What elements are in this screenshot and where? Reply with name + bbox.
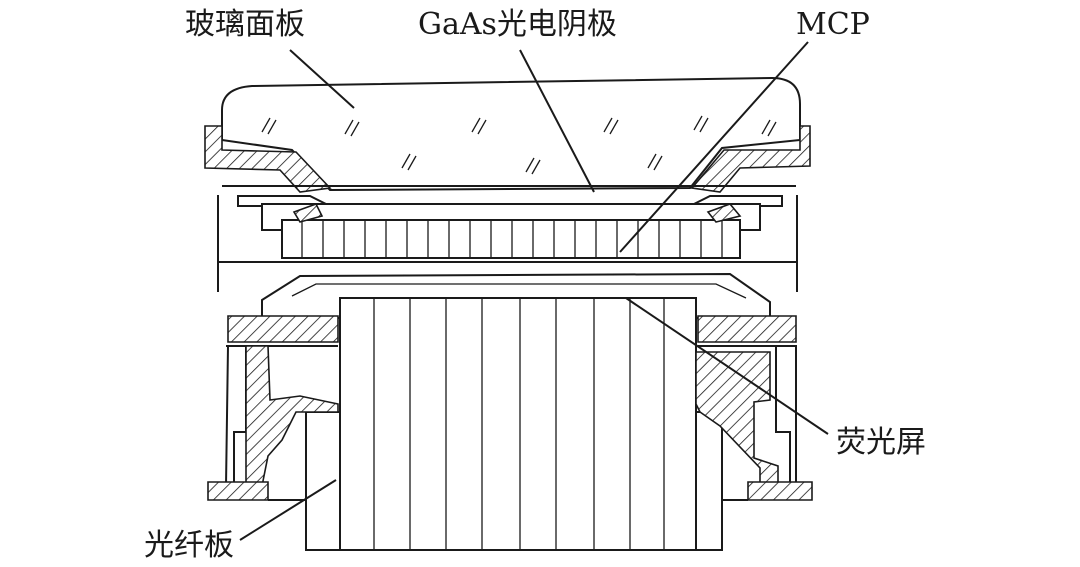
leader-phosphor-screen	[625, 297, 829, 435]
label-mcp: MCP	[796, 7, 870, 42]
fiber-bundles	[373, 298, 665, 550]
label-fiber-optic-plate: 光纤板	[144, 528, 234, 563]
fiber-optic-plate	[305, 297, 723, 551]
leader-mcp	[619, 41, 809, 253]
lower-seal-rings	[226, 315, 797, 347]
label-gaas-photocathode: GaAs光电阴极	[418, 7, 617, 42]
leader-fiber-optic-plate	[239, 479, 337, 541]
glass-texture	[261, 115, 777, 175]
mcp-assembly	[261, 203, 761, 259]
tube-housing	[217, 195, 798, 292]
leader-glass-faceplate	[289, 49, 355, 109]
label-glass-faceplate: 玻璃面板	[185, 7, 305, 42]
leader-gaas-photocathode	[519, 49, 595, 193]
label-phosphor-screen: 荧光屏	[836, 425, 926, 460]
mcp-plate	[281, 219, 741, 259]
mcp-channels	[301, 220, 723, 258]
glass-faceplate	[221, 76, 801, 192]
upper-seal-rings	[204, 125, 811, 193]
leader-lines	[239, 41, 829, 541]
